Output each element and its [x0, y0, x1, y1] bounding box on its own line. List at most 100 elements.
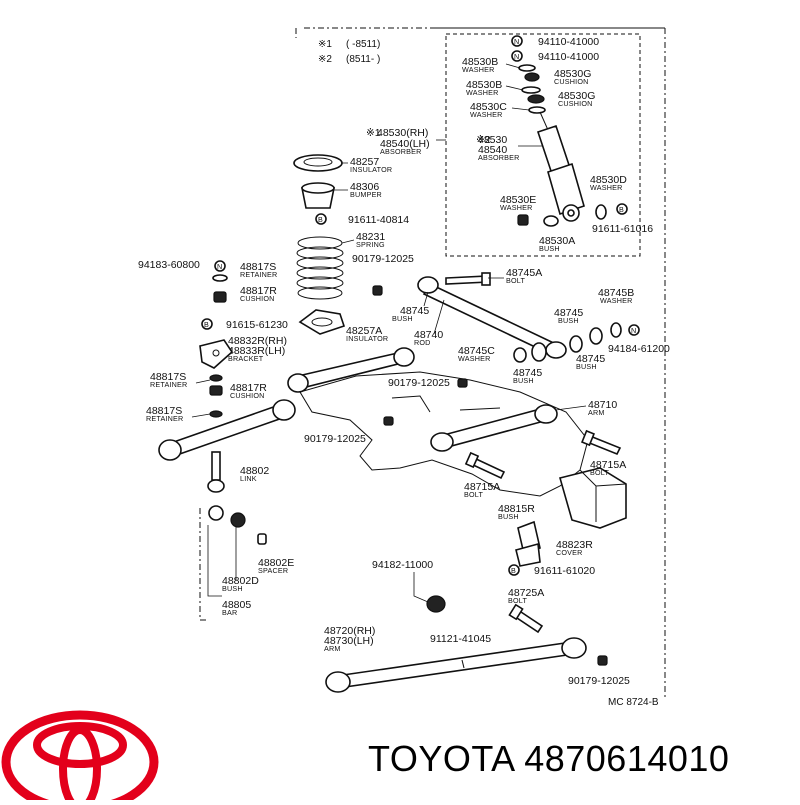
- desc-48745b: WASHER: [600, 296, 632, 305]
- bolt-marker-icon-b4: [508, 564, 520, 576]
- label-48540: 48540: [478, 144, 507, 156]
- label-48817s-1: 48817S: [240, 261, 276, 273]
- retainer-icon-2: [209, 374, 223, 382]
- label-48530e: 48530E: [500, 194, 536, 206]
- housing-details: [391, 395, 501, 413]
- bar-mount-hardware: 48815R BUSH 48823R COVER B 91611-61020 9…: [372, 503, 595, 603]
- link-icon-48802: [211, 451, 221, 481]
- bolt-48725a: 48725A BOLT 91121-41045: [430, 587, 544, 645]
- arm-eye-48720-b: [561, 637, 587, 659]
- toyota-logo-icon: [1, 710, 159, 805]
- desc-48530g-2: CUSHION: [558, 99, 593, 108]
- label-48725a: 48725A: [508, 587, 544, 599]
- label-94183-60800: 94183-60800: [138, 259, 200, 271]
- desc-48802: LINK: [240, 474, 257, 483]
- label-48257: 48257: [350, 156, 379, 168]
- label-94182-11000: 94182-11000: [372, 559, 433, 571]
- label-94110-41000-b: 94110-41000: [538, 51, 599, 63]
- label-48530g-2: 48530G: [558, 90, 595, 102]
- retainer-leaders: [191, 379, 211, 418]
- nut-marker-1: N: [514, 37, 519, 46]
- shock-top-leaders: [505, 63, 530, 111]
- nut-marker-3: N: [217, 262, 222, 271]
- stabilizer-bar-48805: 48802E SPACER 48802D BUSH 48805 BAR: [207, 498, 489, 617]
- mark-2: ※2: [476, 134, 491, 146]
- absorber-lower-tube: [547, 162, 585, 216]
- label-48715a-1: 48715A: [590, 459, 626, 471]
- label-90179-12025-b: 90179-12025: [388, 377, 450, 389]
- insulator-icon-48257: [293, 154, 343, 172]
- axle-housing-outline: [299, 371, 627, 529]
- label-48530: 48530: [478, 134, 507, 146]
- desc-48720: ARM: [324, 644, 341, 653]
- arm-48710: 48710 ARM: [430, 399, 617, 452]
- nut-marker-2: N: [514, 52, 519, 61]
- desc-48815r: BUSH: [498, 512, 519, 521]
- desc-48805: BAR: [222, 608, 237, 617]
- shock-top-hardware: N 94110-41000 N 94110-41000 48530B WASHE…: [462, 35, 599, 119]
- label-48530b-1: 48530B: [462, 56, 498, 68]
- desc-48802d: BUSH: [222, 584, 243, 593]
- spacer-icon-48802e: [257, 533, 267, 545]
- rod-leaders: [423, 277, 504, 335]
- spring-stack: B: [293, 154, 346, 335]
- washer-icon-48530b-2: [521, 86, 541, 94]
- desc-48231: SPRING: [356, 240, 385, 249]
- arm-icon-48710: [438, 407, 550, 449]
- label-91611-40814: 91611-40814: [348, 214, 409, 226]
- label-48257a: 48257A: [346, 325, 382, 337]
- brand-part-number-caption: TOYOTA 4870614010: [368, 738, 729, 780]
- label-48530-rh: 48530(RH): [377, 127, 428, 139]
- label-48530a: 48530A: [539, 235, 575, 247]
- control-rod-48740: 48745A BOLT 48745 BUSH 48740 ROD 90179-1…: [352, 253, 567, 359]
- label-91615-61230: 91615-61230: [226, 319, 288, 331]
- label-94184-61200: 94184-61200: [608, 343, 670, 355]
- nut-icon-1: [511, 35, 523, 47]
- nut-icon-90179d: [597, 655, 608, 666]
- desc-48530g-1: CUSHION: [554, 77, 589, 86]
- label-48306: 48306: [350, 181, 379, 193]
- desc-48257: INSULATOR: [350, 165, 392, 174]
- desc-48745a: BOLT: [506, 276, 525, 285]
- bush-icon-48745-3: [531, 342, 547, 362]
- desc-48715a-2: BOLT: [464, 490, 483, 499]
- cushion-icon-48530g-2: [527, 94, 545, 104]
- desc-48745-2: BUSH: [558, 316, 579, 325]
- rod-eye-front: [417, 276, 439, 294]
- brand-name: TOYOTA: [368, 738, 514, 779]
- washer-icon-48530b-1: [518, 64, 536, 72]
- label-48802e: 48802E: [258, 557, 294, 569]
- label-48817s-2: 48817S: [150, 371, 186, 383]
- label-90179-12025-d: 90179-12025: [568, 675, 630, 687]
- washer-icon-48530c: [528, 106, 546, 114]
- bar-end-eye: [208, 505, 224, 521]
- bar-icon-48805-outer: [213, 498, 489, 605]
- mark-1: ※1: [366, 127, 381, 139]
- desc-48740: ROD: [414, 338, 431, 347]
- bolt-marker-b1: B: [619, 205, 624, 214]
- label-90179-12025-a: 90179-12025: [352, 253, 414, 265]
- label-48745b: 48745B: [598, 287, 634, 299]
- desc-48530c: WASHER: [470, 110, 502, 119]
- label-48823r: 48823R: [556, 539, 593, 551]
- label-48745-4: 48745: [576, 353, 605, 365]
- bracket-icon: [199, 339, 234, 369]
- cover-icon-48823r: [515, 542, 541, 567]
- bolt-marker-b2: B: [318, 215, 323, 224]
- desc-absorber-2: ABSORBER: [478, 153, 520, 162]
- label-48530d: 48530D: [590, 174, 627, 186]
- spring-leaders: [334, 162, 355, 244]
- bar-leaders: [207, 525, 237, 597]
- desc-48823r: COVER: [556, 548, 583, 557]
- label-48710: 48710: [588, 399, 617, 411]
- label-48832r-rh: 48832R(RH): [228, 335, 287, 347]
- label-48530b-2: 48530B: [466, 79, 502, 91]
- nut-icon-90179a: [372, 285, 383, 296]
- arm-eye-lower-left-a: [158, 439, 182, 461]
- retainer-icon-1: [212, 274, 228, 282]
- nut-icon-3: [214, 260, 226, 272]
- desc-48530a: BUSH: [539, 244, 560, 253]
- label-48231: 48231: [356, 231, 385, 243]
- label-48745c: 48745C: [458, 345, 495, 357]
